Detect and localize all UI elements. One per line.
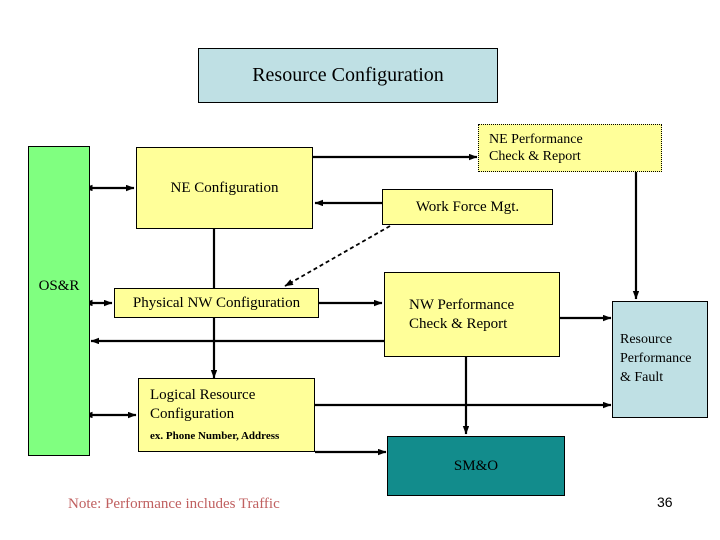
nw-performance-box: NW Performance Check & Report bbox=[384, 272, 560, 357]
nw-performance-line1: NW Performance bbox=[409, 297, 515, 314]
title-label: Resource Configuration bbox=[252, 64, 444, 87]
ne-performance-text: NE Performance Check & Report bbox=[489, 131, 661, 165]
smo-box: SM&O bbox=[387, 436, 565, 496]
smo-label: SM&O bbox=[453, 457, 499, 474]
resource-performance-fault-line3: & Fault bbox=[620, 369, 664, 385]
logical-resource-configuration-example: ex. Phone Number, Address bbox=[150, 430, 280, 443]
physical-nw-configuration-label: Physical NW Configuration bbox=[132, 294, 301, 311]
logical-resource-configuration-line1: Logical Resource bbox=[150, 387, 256, 403]
nw-performance-line2: Check & Report bbox=[409, 315, 508, 332]
logical-resource-configuration-line2: Configuration bbox=[150, 406, 235, 423]
physical-nw-configuration-box: Physical NW Configuration bbox=[114, 288, 319, 318]
note-text: Note: Performance includes Traffic bbox=[68, 496, 280, 512]
resource-performance-fault-line1: Resource bbox=[620, 332, 673, 348]
ne-performance-line2: Check & Report bbox=[489, 149, 581, 164]
nw-performance-text: NW Performance Check & Report bbox=[409, 296, 559, 333]
resource-performance-fault-box: Resource Performance & Fault bbox=[612, 301, 708, 418]
logical-resource-configuration-box: Logical Resource Configuration ex. Phone… bbox=[138, 378, 315, 452]
ne-performance-box: NE Performance Check & Report bbox=[478, 124, 662, 172]
osr-label: OS&R bbox=[38, 278, 80, 294]
ne-configuration-label: NE Configuration bbox=[170, 179, 279, 196]
logical-resource-configuration-text: Logical Resource Configuration bbox=[150, 386, 314, 424]
work-force-mgt-box: Work Force Mgt. bbox=[382, 189, 553, 225]
resource-performance-fault-text: Resource Performance & Fault bbox=[620, 331, 707, 388]
ne-configuration-box: NE Configuration bbox=[136, 147, 313, 229]
page-number: 36 bbox=[657, 494, 673, 510]
arrow-work-force-to-physical-nw-dashed bbox=[284, 225, 391, 287]
work-force-mgt-label: Work Force Mgt. bbox=[415, 198, 520, 215]
ne-performance-line1: NE Performance bbox=[489, 131, 583, 147]
osr-bar: OS&R bbox=[28, 146, 90, 456]
resource-performance-fault-line2: Performance bbox=[620, 351, 692, 367]
title-box: Resource Configuration bbox=[198, 48, 498, 103]
